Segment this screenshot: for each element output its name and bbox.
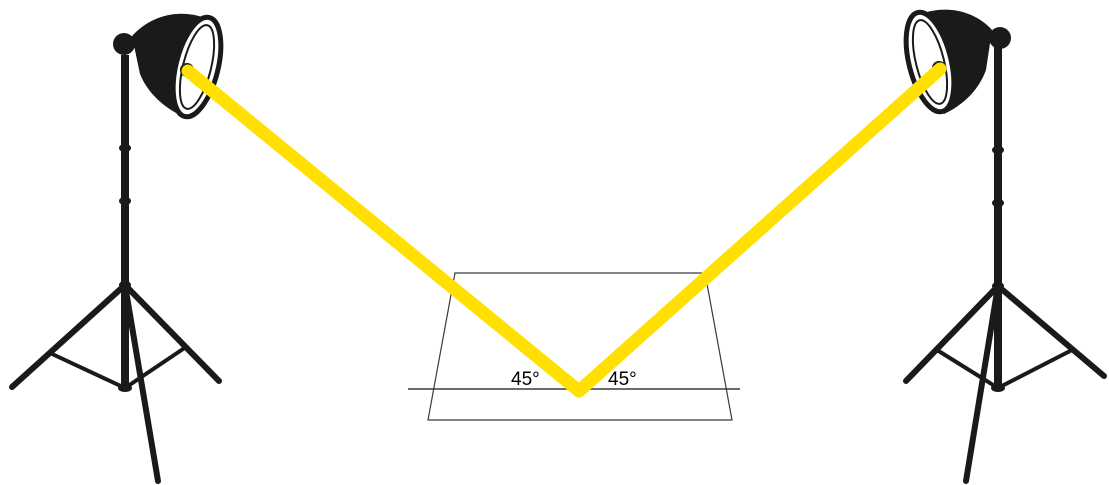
- right-leg: [995, 283, 1107, 379]
- left-mount: [113, 33, 135, 55]
- right-light-stand: [903, 9, 1107, 484]
- light-beams: [181, 62, 947, 398]
- right-pole: [994, 45, 1002, 390]
- right-pole-joint: [992, 146, 1004, 154]
- right-leg: [963, 283, 1001, 484]
- left-brace: [123, 345, 188, 390]
- left-leg: [9, 282, 128, 390]
- right-brace: [997, 348, 1073, 390]
- right-mount: [989, 27, 1011, 49]
- left-reflector-inner-rim: [178, 24, 216, 110]
- left-pole: [121, 55, 129, 390]
- right-leg: [903, 283, 1001, 384]
- right-reflector-inner-rim: [911, 19, 949, 105]
- right-light-beam: [572, 62, 947, 398]
- left-leg: [122, 282, 222, 384]
- left-light-beam: [181, 64, 586, 398]
- right-brace: [935, 348, 1000, 390]
- left-leg: [122, 282, 161, 484]
- left-pole-joint: [119, 144, 131, 152]
- table-outline: [427, 272, 733, 421]
- left-pole-joint: [119, 197, 131, 205]
- left-brace: [49, 351, 126, 390]
- left-angle-label: 45°: [511, 369, 540, 390]
- right-angle-label: 45°: [608, 369, 637, 390]
- right-pole-joint: [992, 199, 1004, 207]
